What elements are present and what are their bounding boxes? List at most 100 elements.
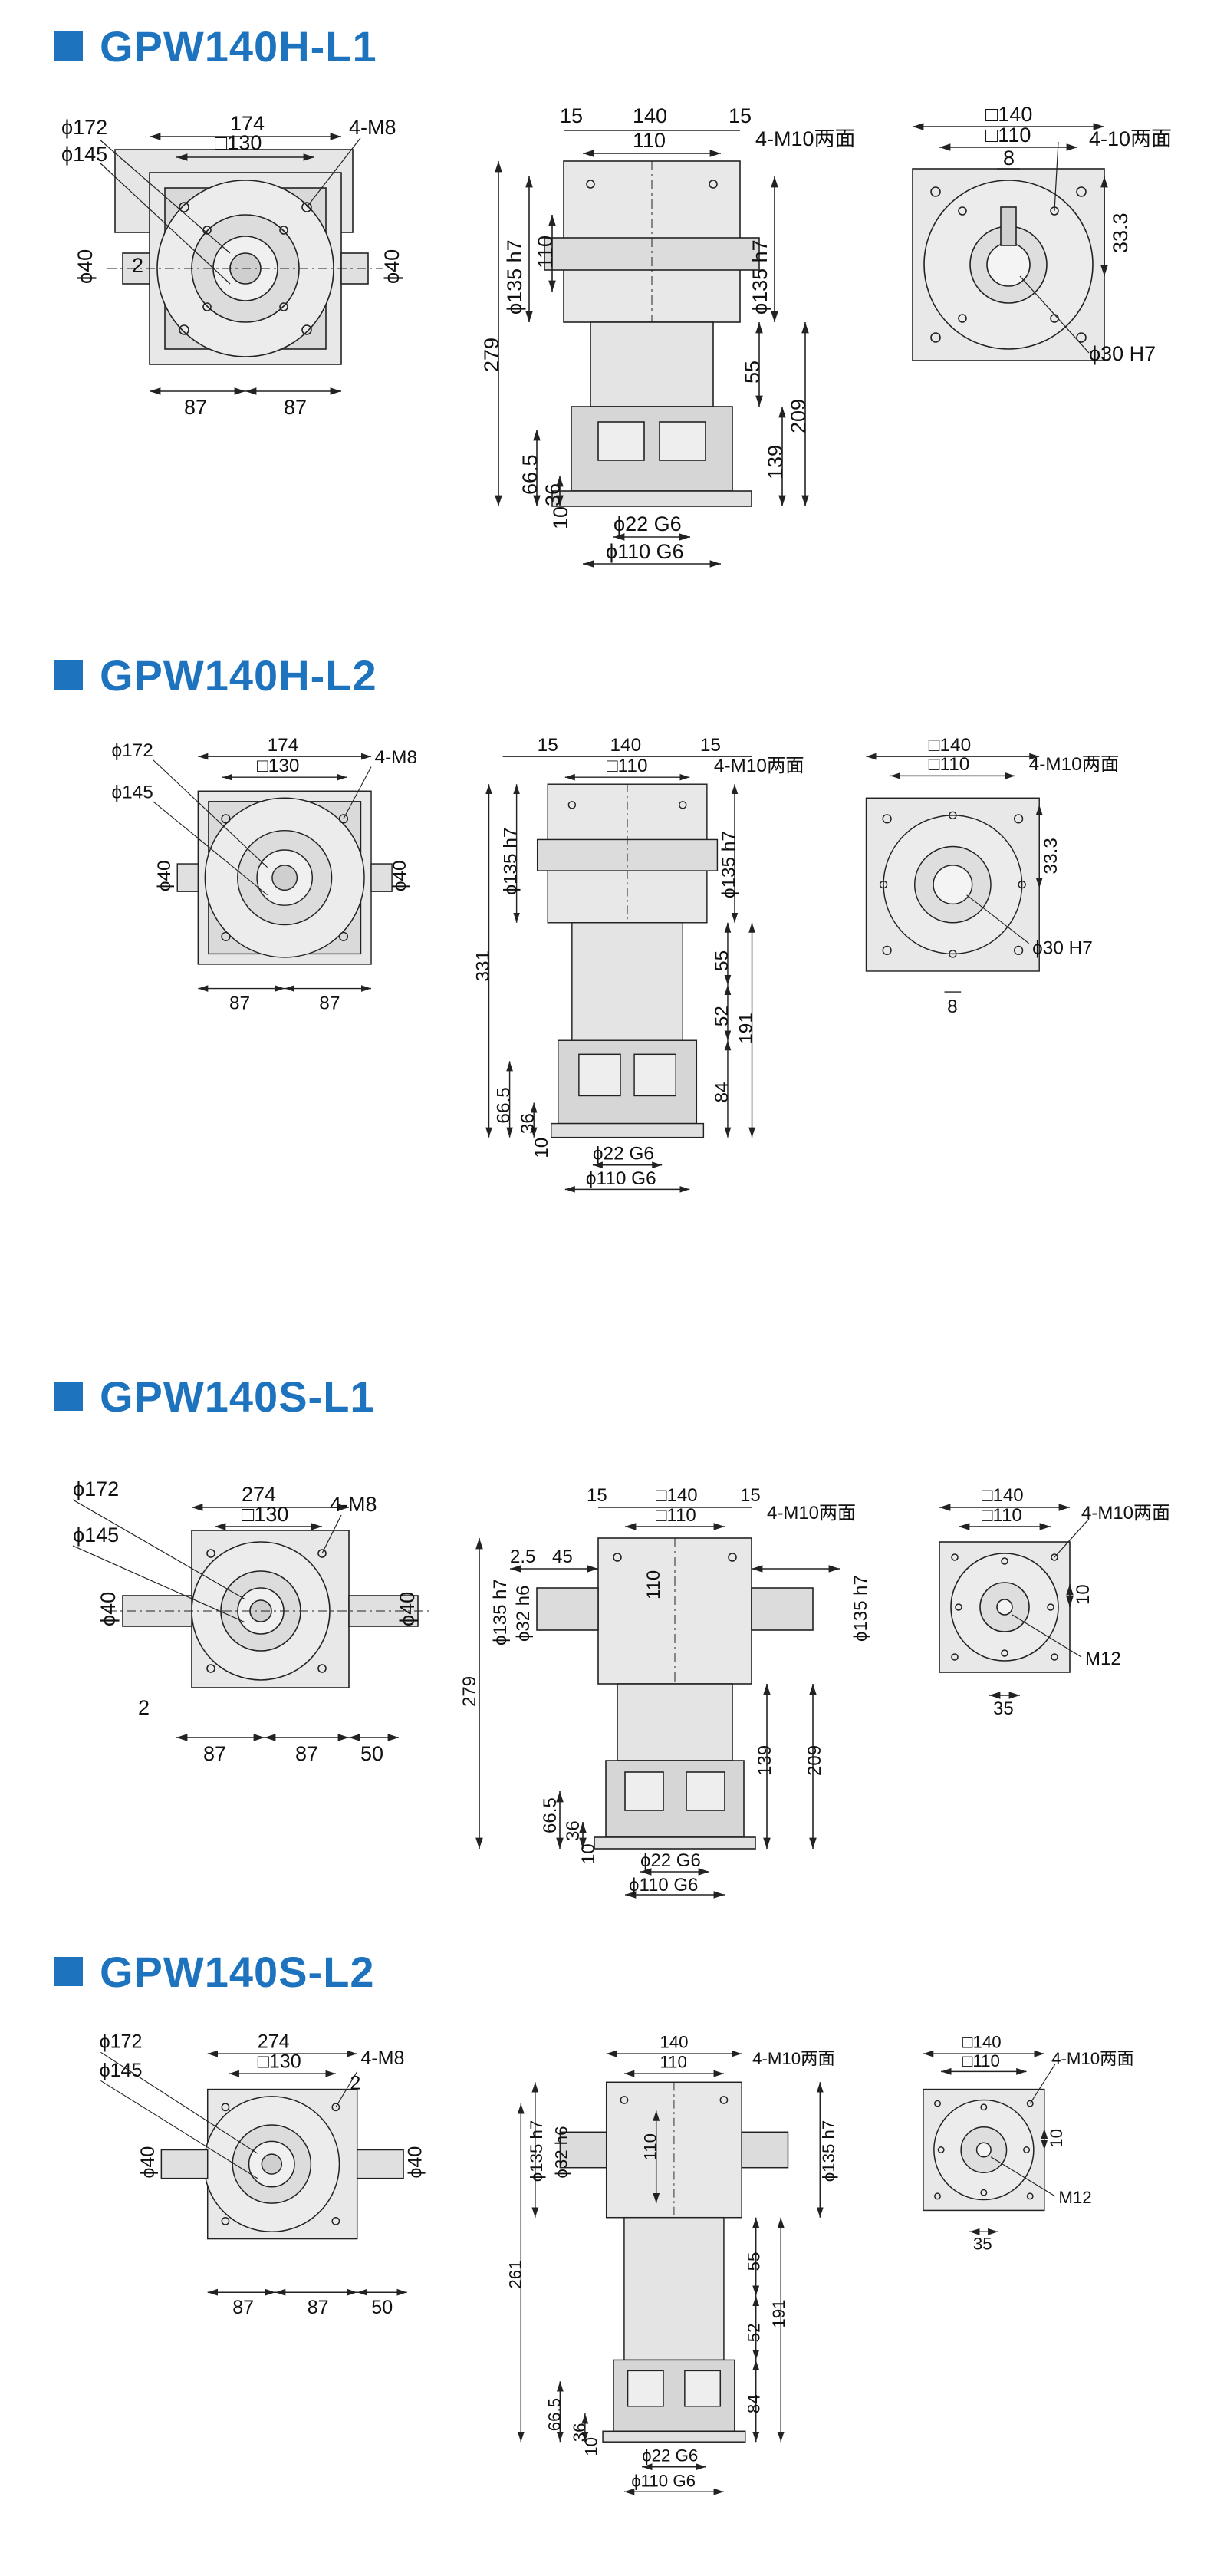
body-width-label: 140 <box>610 735 641 756</box>
dim-55-label: 55 <box>741 361 764 384</box>
bore-label: ϕ22 G6 <box>614 512 682 535</box>
end-view <box>939 1504 1090 1699</box>
dim-10-label: 10 <box>578 1843 599 1864</box>
section-gpw140h-l2: GPW140H-L2 174 □130 ϕ172 ϕ145 4-M8 <box>0 644 1227 1335</box>
spigot-label: ϕ110 G6 <box>586 1168 656 1189</box>
end-bolts-label: 4-M10两面 <box>1051 2049 1134 2068</box>
extra-width-label: 50 <box>360 1742 383 1765</box>
shaft-dia-left-label: ϕ40 <box>154 860 175 891</box>
dim-36-label: 36 <box>570 2423 589 2442</box>
title-square-icon <box>54 1957 83 1986</box>
body-width-label: 140 <box>660 2033 688 2052</box>
offset-label: 2 <box>132 254 143 277</box>
bore-label: ϕ22 G6 <box>640 1850 701 1871</box>
bolt-offset-label: 10 <box>1047 2129 1066 2148</box>
dim-84-label: 84 <box>712 1082 732 1102</box>
shaft-step-label: 2.5 <box>510 1547 535 1567</box>
bore-label: ϕ22 G6 <box>593 1144 654 1164</box>
bolts-label: 4-M8 <box>360 2047 404 2069</box>
side-bolts-label: 4-M10两面 <box>752 2049 835 2068</box>
square-label: □130 <box>215 131 262 154</box>
dim-84-label: 84 <box>744 2394 763 2413</box>
dim-665-label: 66.5 <box>540 1797 561 1833</box>
side-view <box>517 2050 824 2495</box>
left-flange-label: 15 <box>560 104 583 127</box>
pilot-right-label: ϕ135 h7 <box>748 239 771 315</box>
shaft-len-label: 45 <box>552 1547 573 1567</box>
half-left-label: 87 <box>229 993 250 1014</box>
overall-width-label: 174 <box>230 112 265 135</box>
dim-10-label: 10 <box>531 1138 552 1158</box>
key-height-label: 33.3 <box>1041 838 1061 874</box>
square-label: □130 <box>258 2051 301 2073</box>
bolts-label: 4-M8 <box>330 1493 377 1516</box>
overall-width-label: 174 <box>268 735 299 756</box>
pilot-right-label: ϕ135 h7 <box>719 831 739 898</box>
left-flange-label: 15 <box>587 1485 607 1506</box>
body-width-label: □140 <box>656 1485 698 1506</box>
drawing: 174 □130 ϕ172 ϕ145 4-M8 87 87 ϕ40 ϕ40 2 <box>61 103 1172 568</box>
pcd-inner-label: ϕ145 <box>61 143 107 166</box>
pcd-outer-label: ϕ172 <box>100 2031 143 2053</box>
end-square-inner-label: □110 <box>962 2051 1000 2070</box>
bolts-label: 4-M8 <box>349 116 396 139</box>
height-inner-label: 110 <box>641 2133 660 2161</box>
half-left-label: 87 <box>203 1742 226 1765</box>
bolts-label: 4-M8 <box>375 747 418 768</box>
pcd-inner-label: ϕ145 <box>100 2060 143 2081</box>
inner-square-label: □110 <box>607 756 648 776</box>
side-view <box>485 756 755 1193</box>
right-flange-label: 15 <box>729 104 752 127</box>
half-left-label: 87 <box>184 396 207 419</box>
section-title-text: GPW140H-L1 <box>100 21 377 71</box>
end-bolts-label: 4-M10两面 <box>1029 754 1120 775</box>
section-title-text: GPW140S-L2 <box>100 1947 375 1996</box>
top-view <box>100 2050 407 2296</box>
dim-139-label: 139 <box>755 1745 775 1776</box>
section-title: GPW140H-L2 <box>54 644 377 706</box>
end-view <box>912 123 1108 361</box>
half-right-label: 87 <box>284 396 307 419</box>
drawing: 174 □130 ϕ172 ϕ145 4-M8 87 87 ϕ40 ϕ40 <box>111 735 1120 1193</box>
height-inner-label: 110 <box>643 1570 664 1599</box>
spigot-label: ϕ110 G6 <box>606 540 684 563</box>
pcd-outer-label: ϕ172 <box>111 740 153 761</box>
bolt-offset-label: 10 <box>1073 1584 1094 1605</box>
shaft-s-label: ϕ32 h6 <box>552 2126 571 2178</box>
dim-139-label: 191 <box>736 1013 757 1044</box>
shaft-dia-right-label: ϕ40 <box>396 1592 419 1626</box>
overall-height-label: 279 <box>459 1676 480 1707</box>
pilot-left-label: ϕ135 h7 <box>527 2120 546 2182</box>
keyway-label: 8 <box>947 996 958 1017</box>
section-gpw140s-l1: GPW140S-L1 274 □130 ϕ172 ϕ145 <box>0 1365 1227 1902</box>
section-title: GPW140S-L2 <box>54 1941 375 2002</box>
end-bolts-label: 4-M10两面 <box>1081 1503 1170 1524</box>
half-right-label: 87 <box>308 2297 329 2318</box>
dim-52-label: 52 <box>712 1006 732 1026</box>
section-title-text: GPW140S-L1 <box>100 1372 375 1421</box>
half-right-label: 87 <box>319 993 340 1014</box>
dim-139-label: 191 <box>769 2299 788 2327</box>
inner-square-label: 110 <box>660 2053 687 2072</box>
section-gpw140h-l1: GPW140H-L1 174 □130 <box>0 15 1227 629</box>
pilot-left-label: ϕ135 h7 <box>490 1579 511 1645</box>
dim-665-label: 66.5 <box>518 454 541 495</box>
height-inner-label: 110 <box>534 236 557 268</box>
end-bolts-label: 4-10两面 <box>1089 127 1172 150</box>
dim-52-label: 52 <box>744 2323 763 2342</box>
pilot-left-label: ϕ135 h7 <box>501 828 521 895</box>
end-square-outer-label: □140 <box>985 103 1032 126</box>
title-square-icon <box>54 1382 83 1411</box>
extra-width-label: 50 <box>371 2297 393 2318</box>
dim-10-label: 10 <box>582 2437 601 2456</box>
pcd-outer-label: ϕ172 <box>73 1477 119 1500</box>
end-square-outer-label: □140 <box>929 735 971 756</box>
overall-height-label: 261 <box>505 2260 525 2288</box>
left-flange-label: 15 <box>538 735 558 756</box>
end-view <box>865 753 1043 993</box>
dim-36-label: 36 <box>563 1820 584 1841</box>
overall-height-label: 331 <box>473 950 494 982</box>
end-square-outer-label: □140 <box>962 2033 1002 2052</box>
tap-label: M12 <box>1085 1649 1121 1669</box>
top-view <box>72 1499 429 1741</box>
